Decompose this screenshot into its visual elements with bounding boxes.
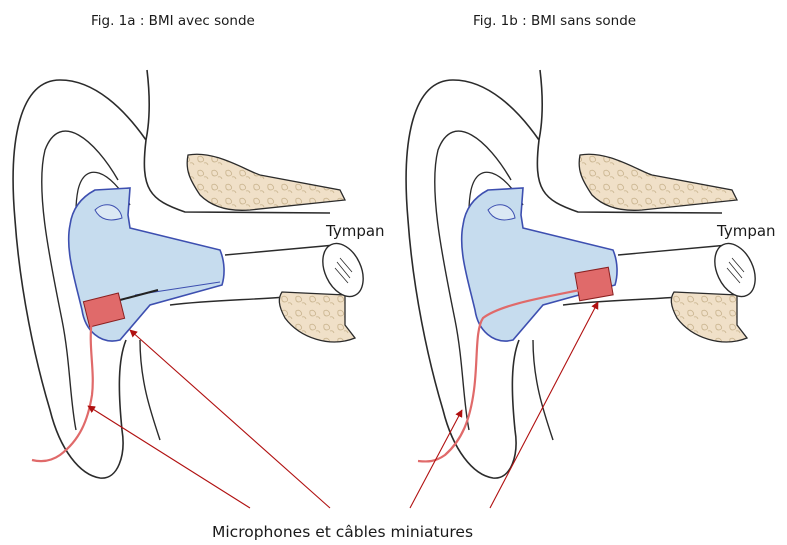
eardrum xyxy=(315,237,371,303)
arrow-to-mic-1a xyxy=(130,330,330,508)
lobe-lower xyxy=(140,340,160,440)
bone-lower xyxy=(279,292,355,342)
microphone-1b xyxy=(575,267,613,300)
bone-upper xyxy=(579,154,737,210)
eardrum-label-1b: Tympan xyxy=(717,222,776,240)
earmold xyxy=(462,188,617,341)
caption: Microphones et câbles miniatures xyxy=(212,523,473,541)
cable-1a xyxy=(32,320,93,461)
eardrum-label-1a: Tympan xyxy=(326,222,385,240)
lobe-lower xyxy=(533,340,553,440)
arrow-to-cable-1b xyxy=(410,410,462,508)
arrow-to-cable-1a xyxy=(88,406,250,508)
figure-1a xyxy=(13,70,371,478)
figure-1b xyxy=(406,70,763,478)
bone-lower xyxy=(671,292,747,342)
bone-upper xyxy=(187,154,345,210)
eardrum xyxy=(707,237,763,303)
